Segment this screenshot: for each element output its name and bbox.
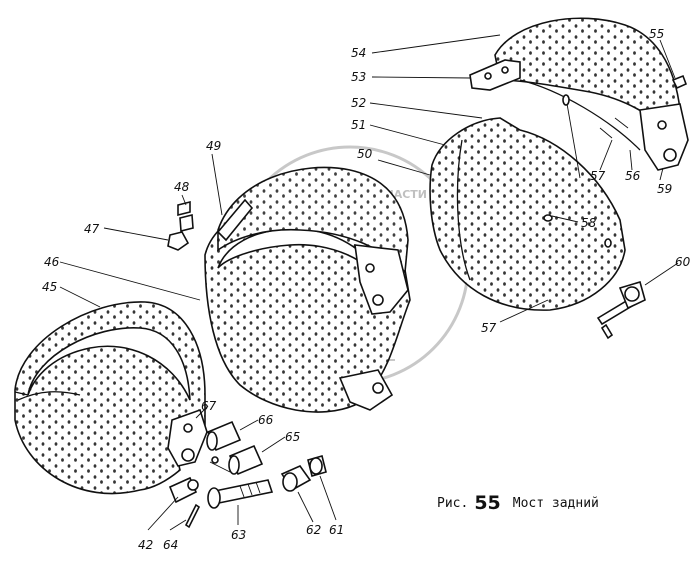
bushing-66: [206, 420, 242, 452]
label-59: 59: [657, 182, 672, 196]
label-48: 48: [174, 180, 190, 194]
label-52: 52: [351, 96, 366, 110]
caption-number: 55: [474, 492, 501, 514]
band-clevis: [338, 369, 394, 411]
washer-55: [671, 74, 688, 90]
label-45: 45: [42, 280, 57, 294]
label-54: 54: [351, 46, 366, 60]
label-42: 42: [138, 538, 153, 552]
pin-42: [168, 476, 199, 504]
clevis-59: [639, 103, 689, 171]
label-66: 66: [258, 413, 274, 427]
bolt-63: [207, 479, 274, 509]
label-65: 65: [285, 430, 300, 444]
label-46: 46: [44, 255, 60, 269]
clevis-67: [167, 408, 208, 467]
label-51: 51: [351, 118, 366, 132]
bushing-65: [228, 444, 264, 476]
brake-band-54: [469, 17, 681, 151]
label-47: 47: [84, 222, 100, 236]
spring-small: [209, 456, 231, 473]
label-55: 55: [649, 27, 664, 41]
label-57-upper: 57: [590, 169, 606, 183]
label-62: 62: [306, 523, 321, 537]
label-49: 49: [206, 139, 221, 153]
label-67: 67: [201, 399, 217, 413]
nut-47: [167, 231, 190, 251]
nut-48: [177, 200, 194, 233]
bolt-assembly-60: [596, 280, 646, 340]
label-64: 64: [163, 538, 178, 552]
caption-title: Мост задний: [512, 496, 599, 511]
brake-band-52: [429, 117, 626, 311]
label-50: 50: [357, 147, 373, 161]
label-57-lower: 57: [481, 321, 497, 335]
figure-caption: Рис. 55 Мост задний: [437, 492, 599, 514]
caption-prefix: Рис.: [437, 496, 469, 511]
rivet-58: [543, 94, 629, 248]
label-60: 60: [675, 255, 691, 269]
leader-lines: [59, 34, 679, 531]
label-63: 63: [231, 528, 246, 542]
label-58: 58: [581, 216, 597, 230]
nut-62: [280, 465, 312, 492]
nut-61: [307, 455, 327, 477]
label-56: 56: [625, 169, 641, 183]
pin-64: [184, 503, 201, 529]
label-53: 53: [351, 70, 366, 84]
label-61: 61: [329, 523, 344, 537]
callout-labels: 42 45 46 47 48 49 50 51 52 53 54 55 56 5…: [42, 27, 691, 552]
brake-band-45: [14, 301, 206, 495]
lining-band-49: [216, 166, 409, 315]
